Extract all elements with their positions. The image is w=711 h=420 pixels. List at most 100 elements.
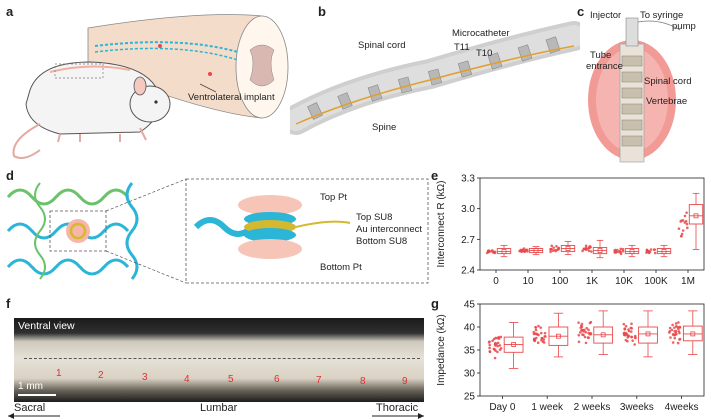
- e-point-1-11: [519, 248, 523, 252]
- e-xtick-label-2: 100: [552, 276, 569, 287]
- g-point-2-14: [578, 331, 582, 334]
- e-point-2-12: [557, 248, 560, 251]
- g-point-3-18: [622, 332, 626, 335]
- e-mean-6: [693, 213, 699, 219]
- g-xtick-label-4: 4weeks: [665, 402, 699, 413]
- e-point-3-13: [582, 247, 586, 251]
- g-ytick-label-4: 45: [464, 300, 476, 311]
- t10-label: T10: [476, 48, 493, 59]
- g-xtick-label-2: 2 weeks: [574, 402, 611, 413]
- g-point-1-26: [537, 324, 540, 328]
- g-point-0-21: [497, 335, 501, 339]
- bottom-su8-label: Bottom SU8: [356, 236, 408, 247]
- panel-a-illustration: [12, 14, 289, 159]
- e-point-0-11: [487, 249, 490, 253]
- g-xtick-label-3: 3weeks: [620, 402, 654, 413]
- g-point-2-5: [577, 340, 581, 344]
- panel-c-illustration: [588, 17, 681, 163]
- e-point-6-13: [684, 220, 688, 223]
- ventral-view-label: Ventral view: [18, 320, 75, 332]
- e-point-6-12: [679, 220, 682, 223]
- e-point-3-0: [584, 244, 588, 248]
- g-ylabel: Impedance (kΩ): [436, 314, 447, 385]
- g-xtick-label-0: Day 0: [489, 402, 516, 413]
- e-point-0-10: [493, 251, 496, 255]
- g-point-3-24: [624, 331, 628, 335]
- g-point-4-23: [674, 329, 678, 333]
- e-point-3-12: [584, 248, 588, 251]
- g-point-0-19: [496, 344, 500, 348]
- scale-bar: [18, 394, 56, 396]
- g-point-4-5: [671, 323, 674, 327]
- e-point-4-13: [616, 248, 619, 252]
- g-point-3-8: [624, 338, 628, 342]
- implant-leader-line: [199, 83, 217, 93]
- g-point-4-27: [669, 336, 672, 339]
- e-point-6-10: [681, 218, 685, 222]
- g-point-3-23: [623, 327, 627, 331]
- g-point-3-11: [622, 322, 626, 326]
- g-point-2-12: [579, 326, 583, 330]
- e-point-3-8: [581, 249, 584, 253]
- microcatheter-label: Microcatheter: [452, 28, 510, 39]
- e-point-5-11: [645, 251, 648, 254]
- electrode-6: 6: [274, 374, 280, 385]
- e-point-2-10: [554, 249, 558, 253]
- e-ytick-label-2: 3.0: [461, 204, 475, 215]
- g-point-1-22: [544, 335, 547, 338]
- electrode-1: 1: [56, 368, 62, 379]
- centerline-dashes: [24, 358, 420, 359]
- e-point-4-10: [614, 251, 618, 254]
- e-point-6-3: [685, 222, 689, 226]
- g-point-3-26: [630, 335, 633, 339]
- t11-label: T11: [454, 42, 470, 53]
- g-point-4-14: [668, 326, 672, 330]
- e-mean-1: [533, 248, 539, 253]
- e-point-2-1: [550, 244, 554, 248]
- e-xtick-label-3: 1K: [586, 276, 599, 287]
- g-point-4-20: [671, 341, 675, 344]
- e-point-6-0: [686, 226, 689, 230]
- e-box-6: [688, 204, 704, 225]
- g-point-4-10: [678, 338, 681, 341]
- g-point-0-1: [488, 346, 491, 350]
- e-ytick-label-3: 3.3: [461, 174, 475, 185]
- g-point-0-22: [496, 341, 500, 345]
- injector-body: [625, 17, 639, 47]
- e-point-4-12: [619, 251, 623, 254]
- e-point-6-1: [685, 211, 688, 214]
- g-point-0-2: [498, 344, 502, 347]
- e-point-5-12: [647, 251, 651, 255]
- g-point-0-9: [496, 350, 499, 354]
- electrode-8: 8: [360, 376, 366, 387]
- g-point-4-22: [675, 332, 678, 336]
- implant-label: Ventrolateral implant: [188, 92, 275, 103]
- g-point-4-25: [677, 330, 681, 333]
- g-point-0-23: [488, 350, 492, 353]
- g-point-2-15: [586, 336, 590, 339]
- mouse-drawing: [12, 61, 171, 159]
- g-point-2-13: [581, 333, 584, 336]
- g-point-4-8: [672, 333, 675, 337]
- e-ytick-label-1: 2.7: [461, 235, 475, 246]
- g-point-4-16: [676, 341, 680, 345]
- g-point-4-24: [678, 325, 682, 329]
- e-mean-4: [629, 249, 635, 254]
- panel-letter-b: b: [318, 4, 326, 19]
- g-point-3-22: [624, 324, 628, 328]
- g-mean-4: [690, 331, 696, 337]
- panel-letter-e: e: [431, 168, 439, 183]
- e-point-3-6: [589, 250, 593, 253]
- e-xtick-label-6: 1M: [681, 276, 695, 287]
- panel-letter-a: a: [6, 4, 14, 19]
- thoracic-label: Thoracic: [376, 402, 419, 414]
- g-point-3-19: [630, 327, 633, 330]
- panel-letter-f: f: [6, 296, 11, 311]
- e-ylabel: Interconnect R (kΩ): [436, 181, 447, 268]
- pump-label: pump: [672, 21, 696, 32]
- panel-letter-g: g: [431, 296, 439, 311]
- e-point-6-2: [677, 227, 681, 231]
- e-point-6-11: [683, 214, 687, 218]
- g-point-3-27: [627, 328, 630, 331]
- e-point-0-13: [485, 251, 489, 255]
